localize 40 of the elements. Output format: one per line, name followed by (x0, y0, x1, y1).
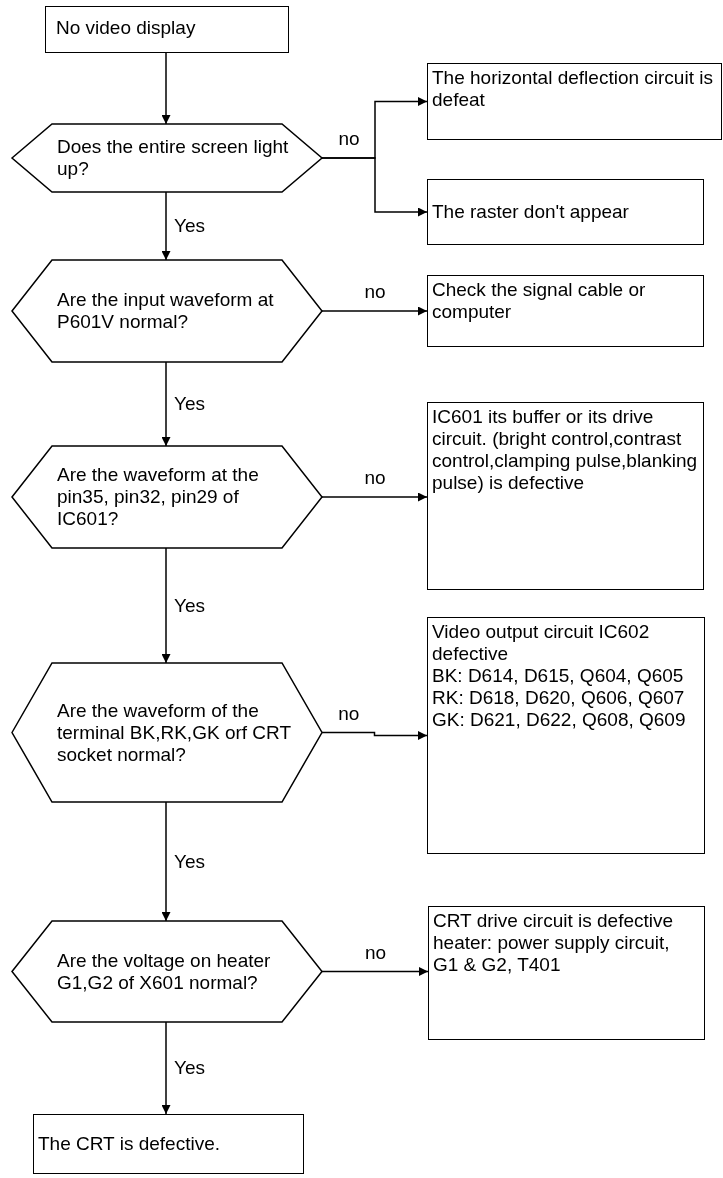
arrow (161, 801, 171, 922)
decision-hexagon (12, 260, 322, 362)
node-text: The horizontal deflection circuit is defeat (432, 67, 714, 111)
node-text: RK: D618, D620, Q606, Q607 (432, 687, 686, 709)
process-box (427, 179, 704, 245)
decision-hexagon (12, 663, 322, 802)
node-text: Are the waveform at the pin35, pin32, pin29 of IC601? (57, 464, 260, 530)
arrow (161, 361, 171, 447)
arrow (321, 157, 428, 217)
node-text: Are the voltage on heater G1,G2 of X601 normal? (57, 949, 272, 994)
process-box (33, 1114, 304, 1174)
decision-hexagon (12, 446, 322, 548)
arrow (161, 52, 171, 125)
node-text: No video display (56, 17, 197, 39)
node-text: IC601 its buffer or its drive circuit. (bright control,contrast control,clamping pulse,blanking pulse) is defective (432, 406, 699, 494)
decision-hexagon (12, 124, 322, 192)
node-text: The CRT is defective. (38, 1133, 221, 1155)
decision-hexagon (12, 921, 322, 1022)
process-box (427, 63, 722, 140)
arrow (161, 1021, 171, 1115)
node-text: Are the input waveform at P601V normal? (57, 289, 275, 333)
process-box (45, 6, 289, 53)
arrow (321, 492, 428, 502)
node-text: Does the entire screen light up? (57, 136, 290, 180)
process-box (428, 906, 705, 1040)
arrow (161, 191, 171, 261)
node-text: GK: D621, D622, Q608, Q609 (432, 709, 687, 731)
node-text: BK: D614, D615, Q604, Q605 (432, 665, 685, 687)
process-box (427, 402, 704, 590)
node-text: CRT drive circuit is defective heater: power supply circuit, G1 & G2, T401 (433, 910, 675, 976)
arrow (321, 306, 428, 316)
node-text: Video output circuit IC602 defective (432, 621, 651, 665)
arrow (161, 547, 171, 664)
node-text: Check the signal cable or computer (432, 279, 647, 323)
arrow (321, 967, 429, 976)
process-box (427, 617, 705, 854)
arrow (321, 731, 428, 740)
node-text: The raster don't appear (432, 201, 630, 223)
process-box (427, 275, 704, 347)
node-text: Are the waveform of the terminal BK,RK,GK orf CRT socket normal? (57, 699, 292, 766)
